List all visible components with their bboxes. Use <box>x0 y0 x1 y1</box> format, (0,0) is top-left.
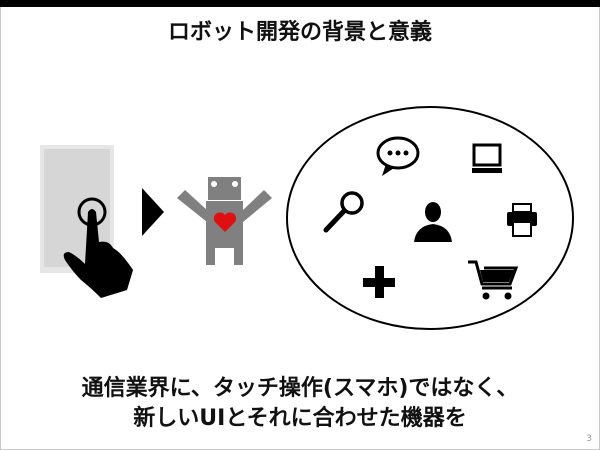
arrow-right-icon <box>142 188 164 236</box>
page-number: 3 <box>586 434 592 444</box>
smartphone-touch-icon <box>40 145 133 298</box>
body-line-2: 新しいUIとそれに合わせた機器を <box>133 406 467 431</box>
plus-icon <box>363 266 395 298</box>
robot-heart-icon <box>177 177 272 265</box>
printer-icon <box>507 203 537 237</box>
speech-bubble-icon <box>376 136 420 176</box>
body-line-1: 通信業界に、タッチ操作(スマホ)ではなく、 <box>81 376 519 401</box>
search-icon <box>323 191 364 233</box>
monitor-icon <box>472 143 502 173</box>
slide-title: ロボット開発の背景と意義 <box>167 20 432 45</box>
shopping-cart-icon <box>468 260 519 300</box>
services-ellipse <box>286 106 574 330</box>
person-icon <box>414 202 452 242</box>
top-bar <box>0 0 600 7</box>
